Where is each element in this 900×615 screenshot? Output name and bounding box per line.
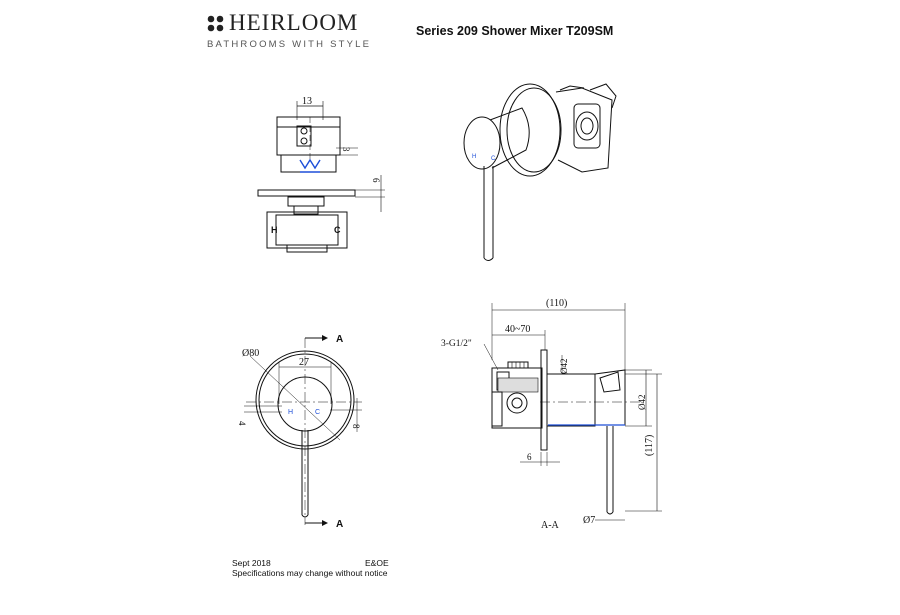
iso-label-cold: C [491,156,496,162]
front-dim-edge: 8 [351,424,361,429]
logo-dots-icon [207,15,224,32]
footer-date: Sept 2018 [232,558,271,568]
iso-label-hot: H [472,154,476,160]
side-dim-plate: 6 [371,178,381,183]
front-label-hot: H [288,409,293,416]
front-dim-small: 4 [237,421,247,426]
footer-notice: Specifications may change without notice [232,568,388,578]
section-dim-depth: 40~70 [505,324,530,335]
brand-tagline: BATHROOMS WITH STYLE [207,39,372,50]
front-dim-lever-offset: 27 [299,357,309,368]
drawing-title: Series 209 Shower Mixer T209SM [416,24,614,38]
side-dim-gap: 3 [341,147,351,152]
section-view: (110) 40~70 3-G1/2" Ø42 Ø42 [441,298,662,531]
section-dim-thread: 3-G1/2" [441,339,472,349]
footer-eoe: E&OE [365,558,389,568]
side-label-cold: C [334,225,341,235]
section-dim-body-dia: Ø42 [559,359,569,375]
front-view: A A Ø80 27 4 8 H C [237,334,362,530]
front-dim-plate-dia: Ø80 [242,348,259,359]
front-section-mark-top: A [336,334,343,345]
iso-view: H C [463,83,617,261]
section-dim-height: (117) [644,435,655,456]
side-label-hot: H [271,225,278,235]
side-brand-mark-icon [299,158,321,170]
section-dim-plate-thk: 6 [527,452,532,462]
front-label-cold: C [315,409,320,416]
section-dim-overall: (110) [546,298,567,309]
front-section-mark-bottom: A [336,519,343,530]
section-label: A-A [541,520,560,531]
section-dim-handle-dia: Ø42 [637,395,647,411]
side-dim-width: 13 [302,96,312,107]
side-view: 13 3 6 H C [257,96,385,253]
brand-name: HEIRLOOM [229,10,359,35]
section-dim-lever-dia: Ø7 [583,515,595,526]
